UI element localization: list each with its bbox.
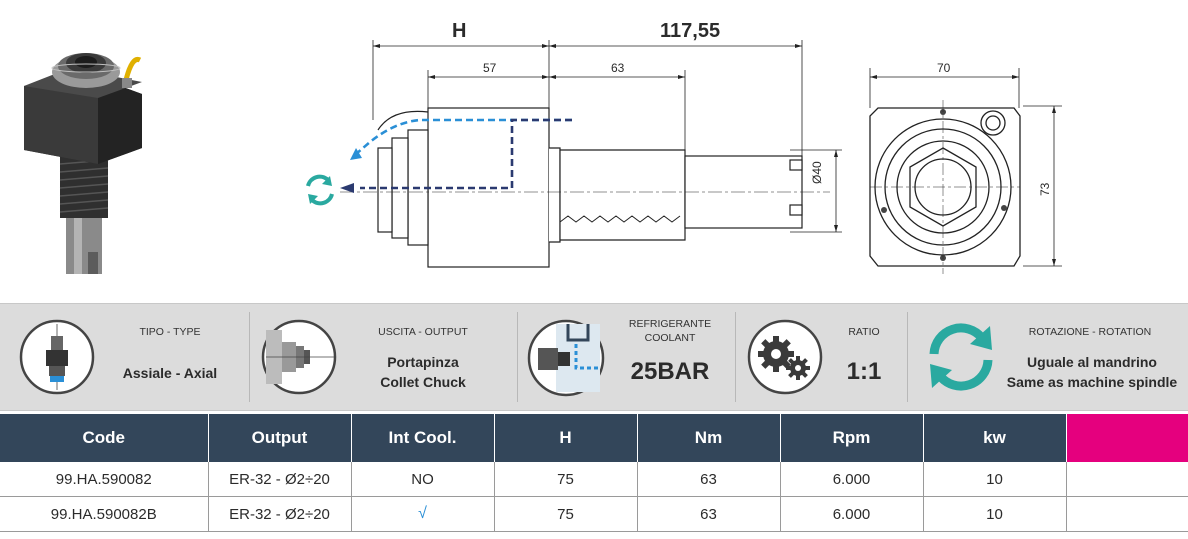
col-header-output: Output — [208, 414, 352, 462]
dim-label-73: 73 — [1038, 182, 1052, 196]
dim-label-overall: 117,55 — [660, 20, 721, 42]
dim-label-70: 70 — [937, 61, 951, 75]
col-header-rpm: Rpm — [780, 414, 924, 462]
cell-code: 99.HA.590082 — [0, 462, 209, 497]
spec-rotation-value-1: Uguale al mandrino — [1027, 354, 1157, 370]
dim-label-h: H — [452, 20, 467, 42]
table-header-row: Code Output Int Cool. H Nm Rpm kw — [0, 414, 1188, 462]
cell-int-cool: √ — [351, 496, 495, 532]
cell-int-cool: NO — [351, 462, 495, 497]
spec-output-value-1: Portapinza — [387, 354, 459, 370]
spec-rotation-label: ROTAZIONE - ROTATION — [1028, 326, 1152, 338]
spec-coolant-label-2: COOLANT — [644, 332, 696, 344]
col-header-code: Code — [0, 414, 209, 462]
spec-ratio-label: RATIO — [848, 326, 880, 338]
cell-extra — [1066, 496, 1188, 532]
cell-nm: 63 — [637, 496, 781, 532]
front-view-drawing — [869, 68, 1062, 274]
spec-rotation-value-2: Same as machine spindle — [1006, 374, 1178, 390]
spec-coolant-value: 25BAR — [630, 358, 710, 385]
spec-output: USCITA - OUTPUT Portapinza Collet Chuck — [250, 304, 518, 410]
cell-extra — [1066, 462, 1188, 497]
spec-type-value: Assiale - Axial — [122, 365, 218, 381]
col-header-nm: Nm — [637, 414, 781, 462]
technical-drawing-area: H 117,55 57 63 Ø40 70 73 — [24, 20, 1062, 274]
collet-chuck-icon — [261, 319, 337, 395]
col-header-accent — [1066, 414, 1188, 462]
cell-rpm: 6.000 — [780, 462, 924, 497]
dim-label-diameter: Ø40 — [810, 161, 824, 184]
cell-h: 75 — [494, 496, 638, 532]
col-header-kw: kw — [923, 414, 1067, 462]
cell-code: 99.HA.590082B — [0, 496, 209, 532]
spec-coolant: REFRIGERANTE COOLANT 25BAR — [518, 304, 736, 410]
dim-label-63: 63 — [611, 61, 625, 75]
spec-strip: TIPO - TYPE Assiale - Axial USCITA - OUT… — [0, 303, 1188, 411]
spec-ratio: RATIO 1:1 — [736, 304, 908, 410]
cell-kw: 10 — [923, 462, 1067, 497]
cell-nm: 63 — [637, 462, 781, 497]
dim-label-57: 57 — [483, 61, 497, 75]
cell-h: 75 — [494, 462, 638, 497]
rotation-icon — [929, 323, 993, 391]
coolant-icon — [527, 319, 605, 397]
spec-output-value-2: Collet Chuck — [380, 374, 466, 390]
cell-output: ER-32 - Ø2÷20 — [208, 462, 352, 497]
gears-icon — [747, 319, 823, 395]
col-header-int-cool: Int Cool. — [351, 414, 495, 462]
product-photo — [24, 53, 142, 274]
spec-type-label: TIPO - TYPE — [139, 326, 201, 338]
cell-output: ER-32 - Ø2÷20 — [208, 496, 352, 532]
side-view-drawing — [306, 40, 842, 268]
rotation-arrows-icon — [306, 174, 334, 206]
axial-tool-icon — [19, 319, 95, 395]
cell-rpm: 6.000 — [780, 496, 924, 532]
spec-rotation: ROTAZIONE - ROTATION Uguale al mandrino … — [908, 304, 1188, 410]
spec-type: TIPO - TYPE Assiale - Axial — [0, 304, 250, 410]
spec-output-label: USCITA - OUTPUT — [378, 326, 468, 338]
table-row: 99.HA.590082 ER-32 - Ø2÷20 NO 75 63 6.00… — [0, 462, 1188, 497]
spec-ratio-value: 1:1 — [846, 358, 882, 385]
product-table-grid: Code Output Int Cool. H Nm Rpm kw 99.HA.… — [0, 414, 1188, 532]
product-table: Code Output Int Cool. H Nm Rpm kw 99.HA.… — [0, 414, 1188, 532]
col-header-h: H — [494, 414, 638, 462]
spec-coolant-label-1: REFRIGERANTE — [628, 318, 712, 330]
table-row: 99.HA.590082B ER-32 - Ø2÷20 √ 75 63 6.00… — [0, 496, 1188, 532]
cell-kw: 10 — [923, 496, 1067, 532]
